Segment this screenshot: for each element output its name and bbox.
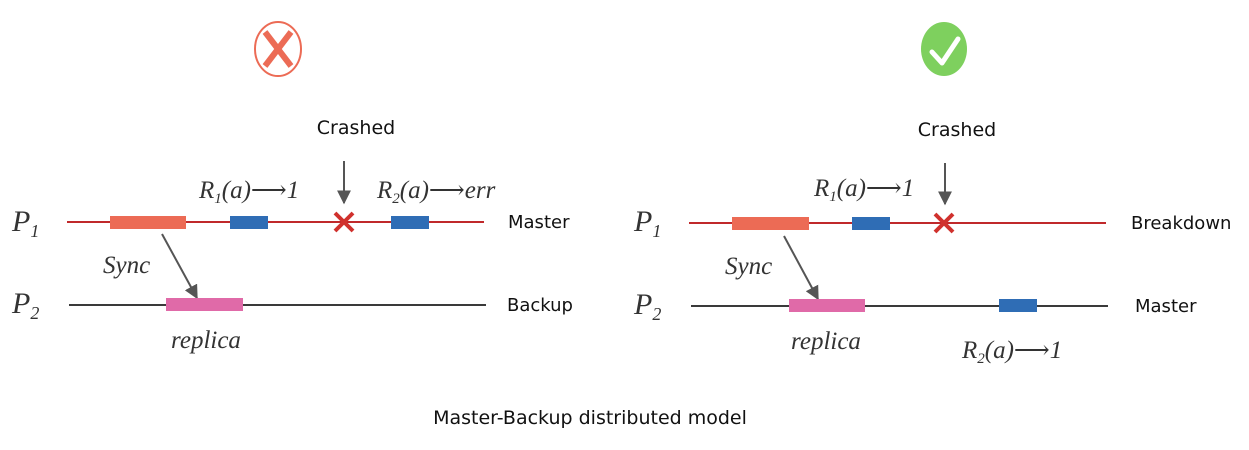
replica-label: replica xyxy=(791,328,861,355)
r1-op-block xyxy=(852,217,890,230)
p1-role-label: Breakdown xyxy=(1131,213,1231,234)
crashed-label: Crashed xyxy=(317,117,395,139)
panel-correct: Crashed P1 Breakdown R1(a)⟶1 Sync P2 rep… xyxy=(633,22,1231,367)
sync-block xyxy=(110,216,186,229)
sync-arrow xyxy=(161,233,198,300)
p2-role-label: Backup xyxy=(507,295,573,316)
r1-label: R1(a)⟶1 xyxy=(813,175,914,205)
p1-label: P1 xyxy=(633,205,661,241)
panel-incorrect: Crashed P1 Master R1(a)⟶1 R2(a)⟶err Sync… xyxy=(11,21,573,354)
diagram-caption: Master-Backup distributed model xyxy=(433,407,747,429)
crashed-label: Crashed xyxy=(918,119,996,141)
r2-op-block xyxy=(391,216,429,229)
r2-op-block xyxy=(999,299,1037,312)
sync-label: Sync xyxy=(725,253,772,280)
r2-label: R2(a)⟶err xyxy=(376,177,496,207)
sync-arrow xyxy=(783,235,819,301)
p2-role-label: Master xyxy=(1135,296,1197,317)
p2-label: P2 xyxy=(11,287,39,323)
crash-x-icon xyxy=(933,212,955,234)
sync-block xyxy=(732,217,809,230)
check-circle-icon xyxy=(921,22,967,76)
replica-block xyxy=(166,298,243,311)
replica-block xyxy=(789,299,865,312)
replica-label: replica xyxy=(171,327,241,354)
r1-op-block xyxy=(230,216,268,229)
p2-label: P2 xyxy=(633,288,661,324)
sync-label: Sync xyxy=(103,252,150,279)
r2-label: R2(a)⟶1 xyxy=(961,337,1062,367)
crash-x-icon xyxy=(333,211,355,233)
p1-role-label: Master xyxy=(508,212,570,233)
p1-label: P1 xyxy=(11,205,39,241)
x-circle-icon xyxy=(254,21,302,77)
r1-label: R1(a)⟶1 xyxy=(198,177,299,207)
